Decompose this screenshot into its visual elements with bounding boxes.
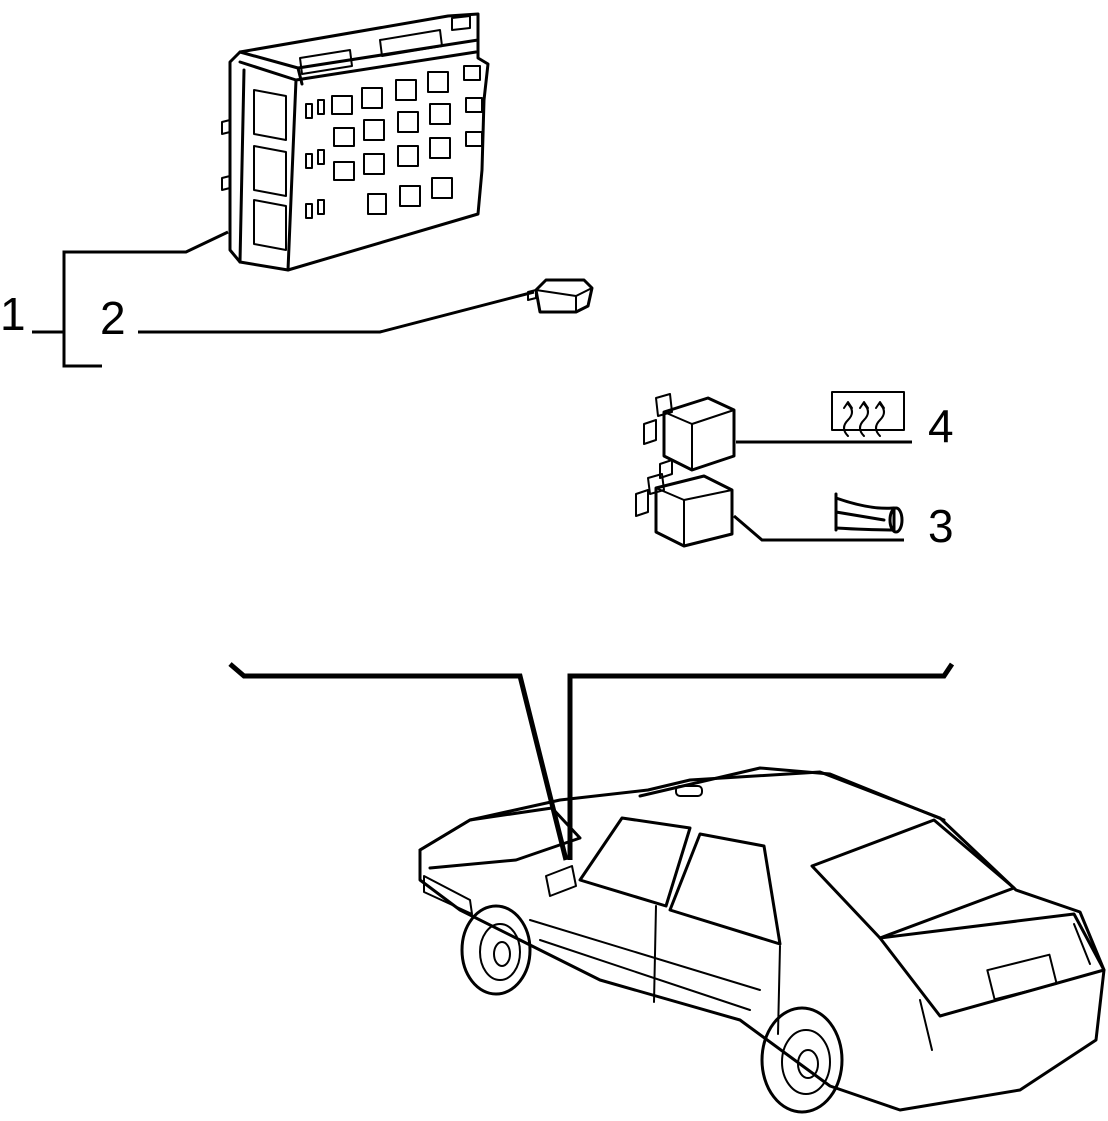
vehicle-drawing xyxy=(418,766,1106,1114)
leader-line-vehicle-right xyxy=(567,662,955,860)
defrost-relay-drawing xyxy=(643,393,736,479)
horn-relay-drawing xyxy=(635,473,734,548)
leader-line-fuse xyxy=(138,290,535,334)
rear-defrost-icon xyxy=(831,391,905,437)
callout-number-4: 4 xyxy=(928,400,954,452)
horn-icon xyxy=(834,492,904,534)
callout-number-3: 3 xyxy=(928,500,954,552)
fuse-box-drawing xyxy=(221,12,490,272)
leader-line-fuse-box xyxy=(32,230,229,368)
leader-line-vehicle-left xyxy=(228,662,569,861)
callout-number-1: 1 xyxy=(0,288,26,340)
leader-line-horn-relay xyxy=(733,514,904,542)
callout-number-2: 2 xyxy=(100,292,126,344)
fuse-drawing xyxy=(527,278,594,314)
